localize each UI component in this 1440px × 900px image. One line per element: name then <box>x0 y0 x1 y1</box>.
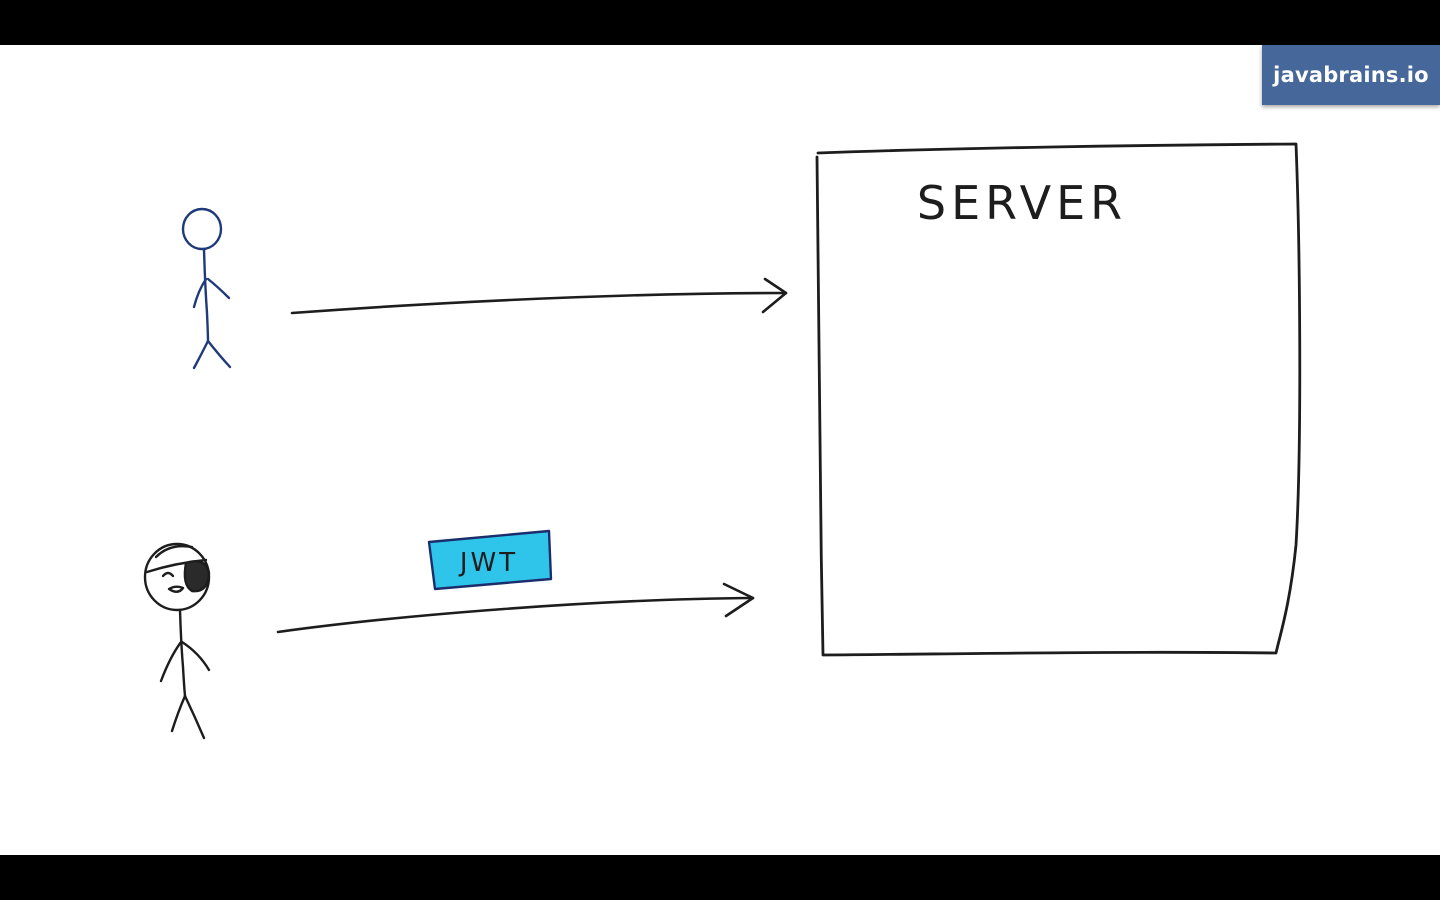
attacker-right-leg <box>183 694 206 740</box>
attacker-torso <box>178 608 187 698</box>
server-label: SERVER <box>917 176 1127 230</box>
eyepatch-strap <box>145 558 208 574</box>
server-outline <box>815 142 1302 657</box>
jwt-token-box <box>427 529 553 591</box>
user-left-arm <box>192 277 208 309</box>
letterbox-top <box>0 0 1440 45</box>
brand-label: javabrains.io <box>1273 63 1429 87</box>
attacker-eye <box>161 571 175 578</box>
letterbox-bottom <box>0 855 1440 900</box>
user-request-arrow <box>290 277 788 315</box>
user-right-arm <box>206 277 231 300</box>
attacker-arrow-shaft <box>276 596 755 634</box>
attacker-hairline <box>154 544 194 559</box>
attacker-left-arm <box>159 640 183 683</box>
attacker-mouth <box>167 585 185 593</box>
server-box <box>815 142 1302 657</box>
user-head <box>181 207 223 251</box>
user-arrowhead-icon <box>761 277 788 314</box>
jwt-token: JWT <box>427 529 553 591</box>
user-right-leg <box>206 339 232 369</box>
whiteboard-canvas: JWT SERVER javabrains.io <box>0 45 1440 855</box>
user-torso <box>202 247 210 343</box>
user-arrow-shaft <box>290 291 788 315</box>
attacker-request-arrow <box>276 582 755 634</box>
attacker-left-leg <box>170 694 187 733</box>
attacker-right-arm <box>180 640 211 672</box>
diagram-svg: JWT SERVER <box>143 142 1302 740</box>
user-stick-figure-icon <box>181 207 232 370</box>
attacker-pirate-stick-figure-icon <box>143 542 211 740</box>
brand-watermark: javabrains.io <box>1262 45 1440 105</box>
user-left-leg <box>192 339 210 370</box>
eyepatch-icon <box>183 560 211 593</box>
attacker-arrowhead-icon <box>722 582 755 618</box>
jwt-token-label: JWT <box>458 548 518 578</box>
